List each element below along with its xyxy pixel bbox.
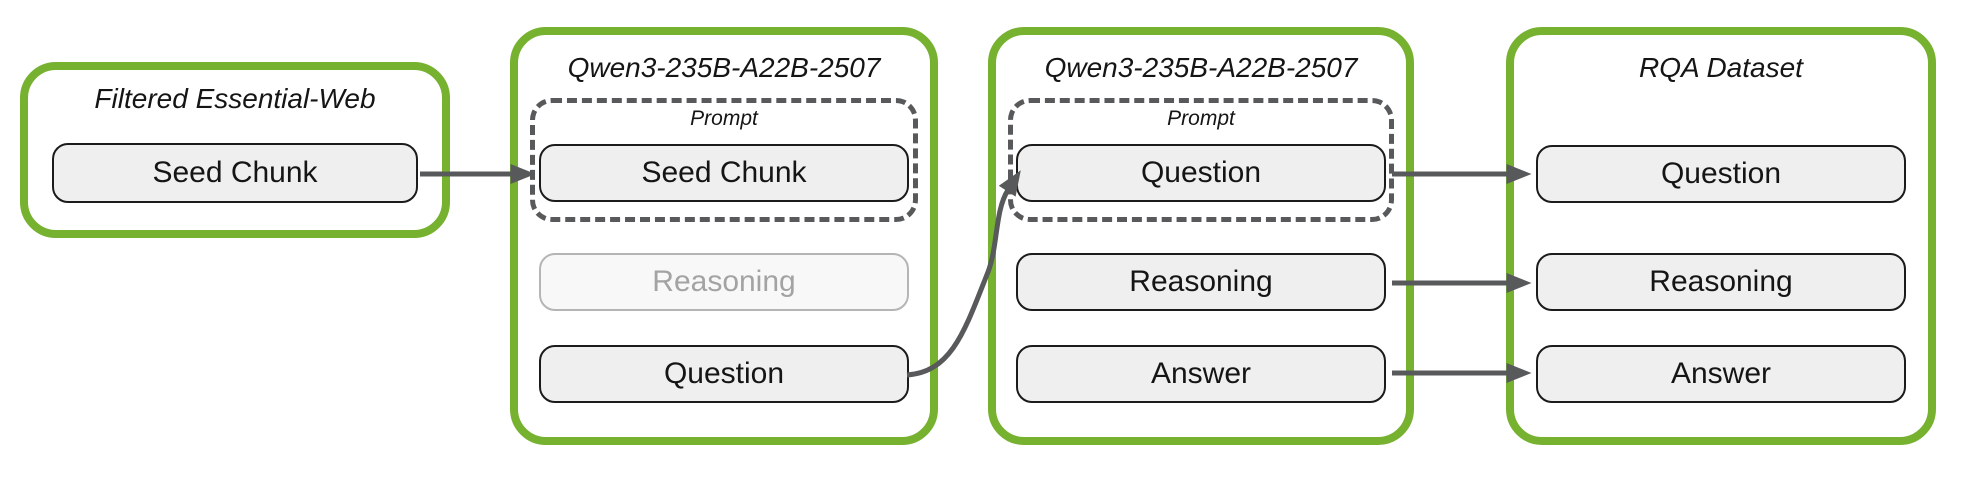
node-question: Question: [1536, 145, 1906, 203]
group-rqa-dataset: RQA Dataset Question Reasoning Answer: [1506, 27, 1936, 445]
node-seed-chunk: Seed Chunk: [52, 143, 418, 203]
prompt-label: Prompt: [1167, 107, 1235, 130]
node-reasoning-disabled: Reasoning: [539, 253, 909, 311]
node-reasoning: Reasoning: [1536, 253, 1906, 311]
node-reasoning: Reasoning: [1016, 253, 1386, 311]
node-answer: Answer: [1016, 345, 1386, 403]
group-qwen-stage-2: Qwen3-235B-A22B-2507 Prompt Question Rea…: [988, 27, 1414, 445]
group-title: Qwen3-235B-A22B-2507: [1044, 52, 1358, 83]
prompt-label: Prompt: [690, 107, 758, 130]
prompt-box: Prompt Question: [1008, 98, 1394, 222]
group-title: Qwen3-235B-A22B-2507: [567, 52, 881, 83]
group-title: Filtered Essential-Web: [94, 83, 376, 114]
node-question: Question: [1016, 144, 1386, 202]
group-qwen-stage-1: Qwen3-235B-A22B-2507 Prompt Seed Chunk R…: [510, 27, 938, 445]
node-answer: Answer: [1536, 345, 1906, 403]
node-seed-chunk: Seed Chunk: [539, 144, 909, 202]
group-filtered-essential-web: Filtered Essential-Web Seed Chunk: [20, 62, 450, 238]
node-question: Question: [539, 345, 909, 403]
group-title: RQA Dataset: [1639, 52, 1803, 83]
prompt-box: Prompt Seed Chunk: [530, 98, 918, 222]
